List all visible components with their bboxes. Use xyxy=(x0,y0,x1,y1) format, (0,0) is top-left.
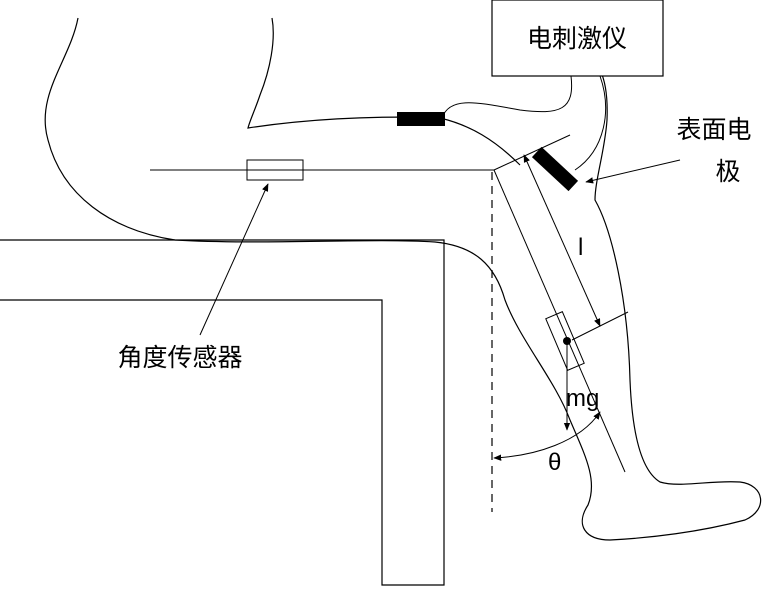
weight-symbol: mg xyxy=(566,385,599,412)
angle-symbol: θ xyxy=(548,449,561,476)
body-outline xyxy=(44,17,762,541)
electrode-pointer xyxy=(585,159,681,184)
surface-electrode-label-line2: 极 xyxy=(715,157,740,186)
thigh-top-outline xyxy=(247,17,521,166)
length-symbol: l xyxy=(578,234,583,261)
length-dimension-arrow xyxy=(523,154,601,327)
shin-electrode xyxy=(531,146,579,192)
shank-axis-line xyxy=(493,169,626,473)
chair-outline xyxy=(0,239,445,586)
stimulator-box xyxy=(491,0,664,77)
center-of-mass-box xyxy=(545,311,585,371)
knee-reference-line xyxy=(493,134,571,171)
wire-to-shin-electrode xyxy=(574,75,606,171)
angle-arc xyxy=(493,411,601,461)
stimulator-label: 电刺激仪 xyxy=(527,24,627,53)
wire-to-thigh-electrode xyxy=(441,75,573,119)
angle-sensor-box xyxy=(246,159,304,181)
thigh-electrode xyxy=(397,112,445,126)
angle-sensor-label: 角度传感器 xyxy=(117,343,242,372)
angle-sensor-pointer xyxy=(199,183,269,336)
surface-electrode-label-line1: 表面电 xyxy=(676,115,751,144)
